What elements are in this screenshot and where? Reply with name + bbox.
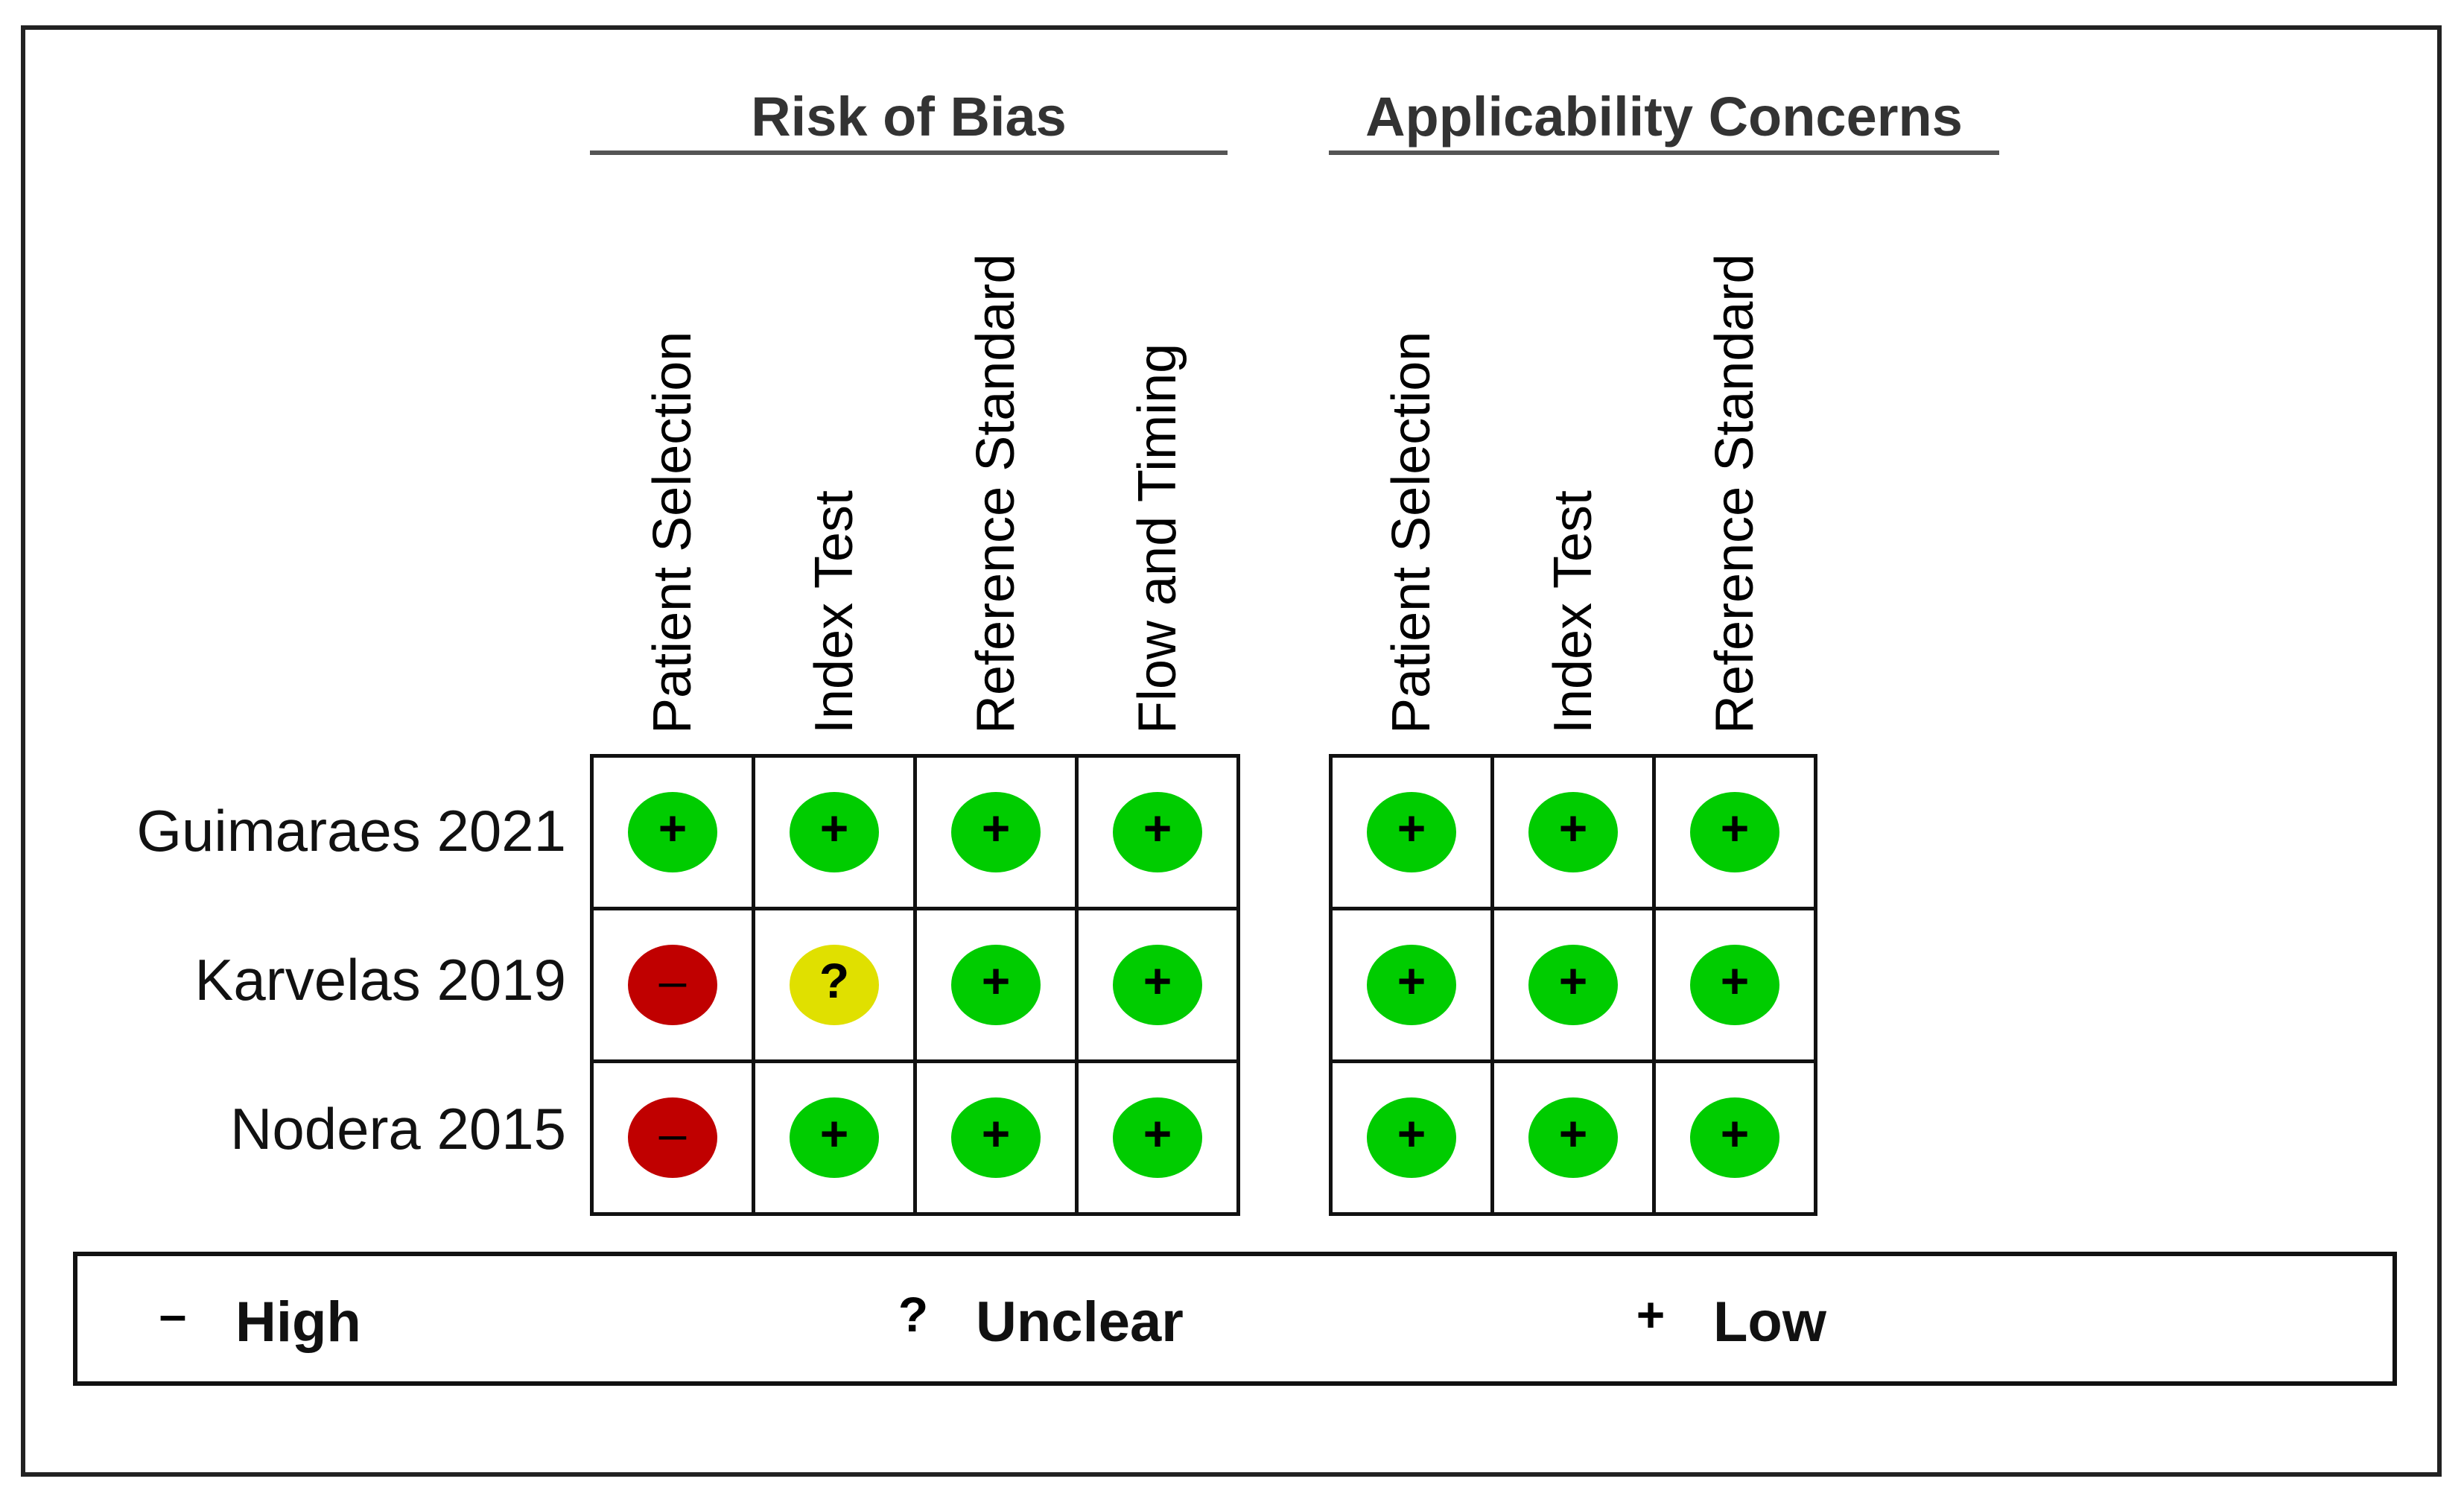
column-label: Reference Standard (1705, 253, 1765, 734)
column-label: Patient Selection (643, 331, 702, 734)
rating-cell: + (1652, 754, 1817, 910)
low-risk-icon: + (951, 945, 1041, 1025)
low-risk-icon: + (790, 1097, 879, 1178)
unclear-risk-icon: ? (898, 1287, 929, 1342)
low-risk-icon: + (1690, 792, 1779, 872)
table-row: –+++ (590, 1059, 1240, 1216)
rating-cell: + (913, 907, 1079, 1063)
rating-cell: + (1490, 754, 1656, 910)
low-risk-icon: + (1367, 792, 1456, 872)
rating-cell: + (913, 754, 1079, 910)
legend-label-high: High (235, 1290, 361, 1354)
column-label: Index Test (1543, 490, 1603, 734)
low-risk-icon: + (1690, 945, 1779, 1025)
risk-of-bias-grid: ++++–?++–+++ (590, 754, 1240, 1216)
rating-cell: + (1075, 1059, 1240, 1216)
rating-cell: + (752, 754, 917, 910)
rating-cell: + (1075, 754, 1240, 910)
legend-label-unclear: Unclear (976, 1290, 1184, 1354)
rating-cell: + (1490, 907, 1656, 1063)
rating-cell: + (590, 754, 755, 910)
rating-cell: ? (752, 907, 917, 1063)
low-risk-icon: + (1113, 792, 1202, 872)
rating-cell: + (752, 1059, 917, 1216)
rating-cell: + (913, 1059, 1079, 1216)
low-risk-icon: + (790, 792, 879, 872)
low-risk-icon: + (1528, 792, 1618, 872)
unclear-risk-icon: ? (790, 945, 879, 1025)
table-row: –? + + (590, 907, 1240, 1063)
table-row: + + + (1329, 1059, 1817, 1216)
study-label: Karvelas 2019 (194, 947, 566, 1013)
applicability-concerns-title: Applicability Concerns (1329, 83, 1999, 155)
legend-item-unclear: ? Unclear (867, 1277, 1184, 1366)
legend-item-high: – High (127, 1277, 361, 1366)
column-label: Patient Selection (1382, 331, 1441, 734)
low-risk-icon: + (1367, 1097, 1456, 1178)
low-risk-icon: + (951, 1097, 1041, 1178)
column-label: Reference Standard (966, 253, 1026, 734)
low-risk-icon: + (1636, 1287, 1666, 1342)
column-label: Flow and Timing (1128, 343, 1187, 734)
rating-cell: + (1075, 907, 1240, 1063)
rating-cell: + (1329, 907, 1494, 1063)
study-label: Nodera 2015 (229, 1096, 566, 1162)
legend: – High ? Unclear + Low (73, 1252, 2397, 1386)
low-risk-icon: + (1113, 945, 1202, 1025)
table-row: + + + (1329, 907, 1817, 1063)
low-risk-icon: + (951, 792, 1041, 872)
figure-frame (21, 25, 2442, 1477)
rating-cell: – (590, 1059, 755, 1216)
column-label: Index Test (804, 490, 864, 734)
low-risk-icon: + (1528, 1097, 1618, 1178)
study-label: Guimaraes 2021 (136, 798, 566, 864)
high-risk-icon: – (628, 1097, 717, 1178)
low-risk-icon: + (1528, 945, 1618, 1025)
rating-cell: + (1652, 907, 1817, 1063)
legend-label-low: Low (1713, 1290, 1826, 1354)
rating-cell: + (1490, 1059, 1656, 1216)
table-row: + + + (1329, 754, 1817, 910)
low-risk-icon: + (1367, 945, 1456, 1025)
low-risk-icon: + (628, 792, 717, 872)
rating-cell: – (590, 907, 755, 1063)
rating-cell: + (1329, 1059, 1494, 1216)
rating-cell: + (1329, 754, 1494, 910)
high-risk-icon: – (628, 945, 717, 1025)
rating-cell: + (1652, 1059, 1817, 1216)
table-row: + + + + (590, 754, 1240, 910)
low-risk-icon: + (1113, 1097, 1202, 1178)
high-risk-icon: – (159, 1287, 187, 1342)
low-risk-icon: + (1690, 1097, 1779, 1178)
risk-of-bias-title: Risk of Bias (590, 83, 1228, 155)
applicability-grid: + + + + + + + + + (1329, 754, 1817, 1216)
legend-item-low: + Low (1604, 1277, 1826, 1366)
